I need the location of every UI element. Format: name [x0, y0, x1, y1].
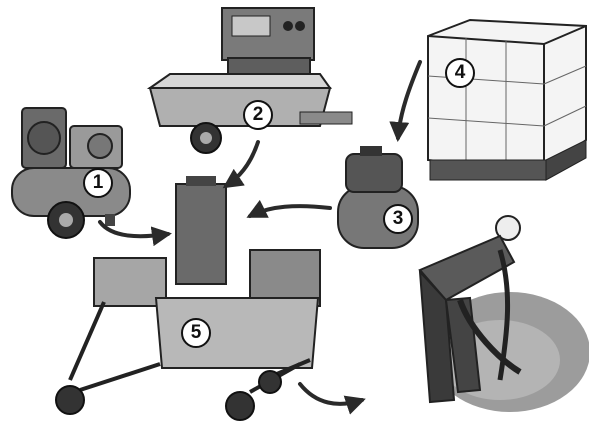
label-badge-4: 4 — [445, 58, 475, 88]
mortar-mixer-pump-icon — [150, 8, 352, 153]
label-badge-5: 5 — [181, 318, 211, 348]
air-compressor-icon — [12, 108, 130, 238]
label-badge-3: 3 — [383, 204, 413, 234]
ibc-water-tank-icon — [428, 20, 586, 180]
label-badge-1: 1 — [83, 168, 113, 198]
arrow-water-pump-to-machine — [250, 206, 330, 216]
arrow-tank-to-water-pump — [398, 62, 420, 138]
label-badge-2: 2 — [243, 100, 273, 130]
worker-spraying-screed-icon — [420, 216, 589, 412]
arrow-mixer-to-machine — [226, 142, 258, 186]
arrow-machine-to-worker — [300, 384, 362, 404]
water-pump-icon — [338, 146, 418, 248]
